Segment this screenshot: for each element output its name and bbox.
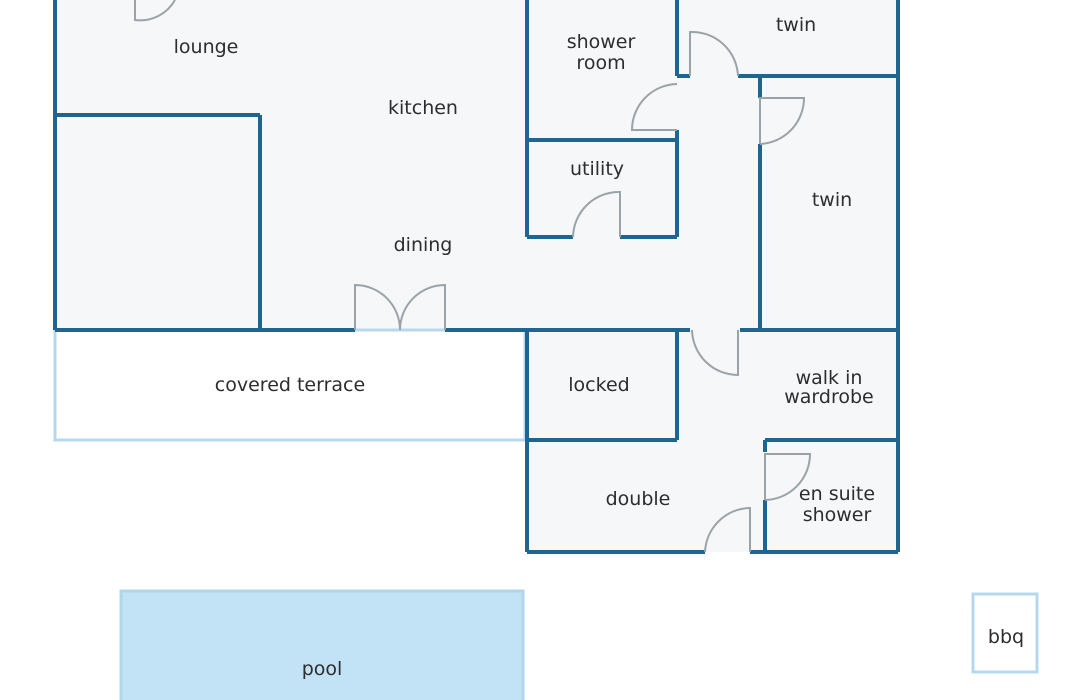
walls [53,0,900,554]
main-living-floor [55,0,525,330]
dining-label: dining [394,234,453,256]
utility-label: utility [570,158,624,180]
room-labels: lounge kitchen dining shower room twin t… [174,14,1024,680]
door-swing [134,0,176,22]
shower-room-label-line1: shower [567,31,636,53]
door-swing [691,329,739,377]
bbq-label: bbq [988,626,1024,648]
covered-terrace-label: covered terrace [215,374,365,396]
door-swing [704,506,751,553]
door-swing [399,283,446,331]
pool-label: pool [302,658,343,680]
door-swing [630,83,678,131]
door-swing [689,30,739,77]
lounge-label: lounge [174,36,239,58]
east-wing-floor [525,0,898,552]
double-label: double [606,488,671,510]
door-swing [764,453,812,501]
door-swing [572,190,621,238]
floor-areas [55,0,898,552]
locked-label: locked [568,374,629,396]
covered-terrace-area [53,328,527,442]
pool-area [119,589,525,700]
door-swing [354,283,401,331]
kitchen-label: kitchen [388,97,458,119]
shower-room-label-line2: room [576,52,625,74]
en-suite-label-line1: en suite [799,483,875,505]
walk-in-wardrobe-label-line2: wardrobe [784,386,874,408]
twin-right-label: twin [812,189,852,211]
door-swing [759,97,806,145]
en-suite-label-line2: shower [803,504,872,526]
twin-top-label: twin [776,14,816,36]
walk-in-wardrobe-label-line1: walk in [796,367,863,389]
doors [134,0,812,553]
bbq-area [971,592,1039,674]
